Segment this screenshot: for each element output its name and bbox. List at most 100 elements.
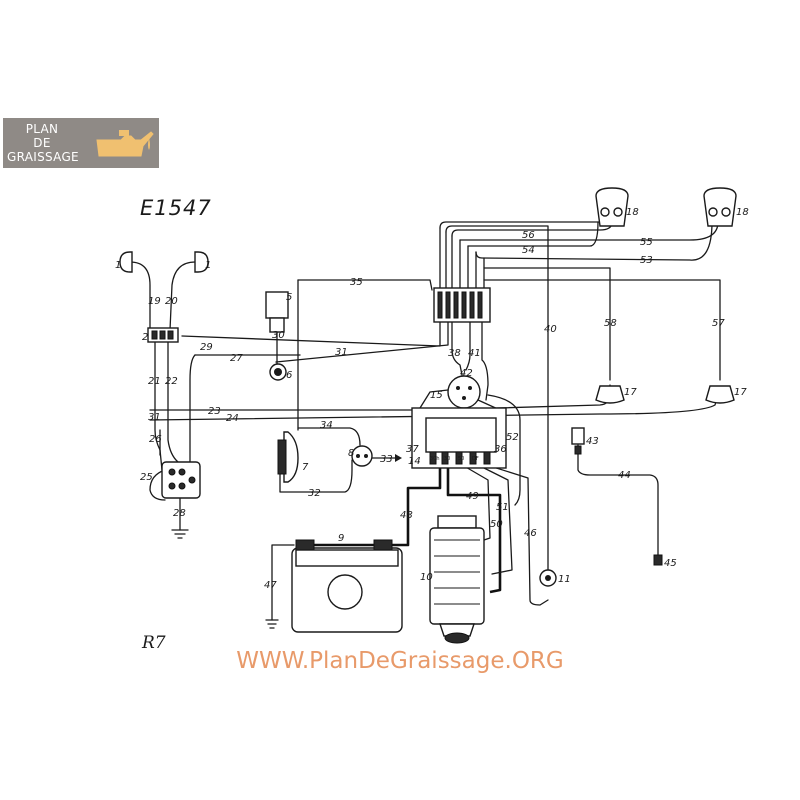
wire-22: [167, 341, 179, 463]
wire-46: [489, 465, 549, 606]
oil-can-icon: [96, 130, 154, 157]
label-55: 55: [640, 237, 653, 248]
label-18-left: 18: [626, 207, 639, 218]
wire-58: [483, 267, 611, 381]
wire-19: [129, 261, 151, 331]
connector-block: [161, 461, 201, 499]
diagram-code: E1547: [140, 196, 212, 220]
wire-21: [154, 341, 163, 471]
label-23: 23: [208, 406, 221, 417]
label-28: 28: [173, 508, 186, 519]
indicator-lamp-6: [269, 363, 287, 381]
label-8: 8: [348, 448, 354, 459]
label-15: 15: [430, 390, 443, 401]
logo-line-1: PLAN: [25, 122, 59, 136]
label-47: 47: [264, 580, 277, 591]
wire-54: [467, 221, 599, 247]
label-33: 33: [380, 454, 393, 465]
wire-57: [483, 279, 721, 381]
website-watermark: WWW.PlanDeGraissage.ORG: [236, 648, 564, 674]
label-31: 31: [335, 347, 348, 358]
label-37: 37: [406, 444, 419, 455]
wire-33-arrow: [395, 454, 402, 462]
wire-48: [300, 465, 442, 547]
label-6: 6: [286, 370, 292, 381]
wire-53: [475, 221, 713, 261]
wire-44: [577, 444, 659, 556]
wire-32: [279, 449, 353, 493]
label-19: 19: [148, 296, 161, 307]
label-30: 30: [272, 330, 285, 341]
generator-10: [429, 515, 485, 644]
wire-52: [487, 394, 521, 506]
wire-50: [463, 465, 491, 541]
wire-41: [481, 321, 489, 401]
label-36: 36: [494, 444, 507, 455]
plan-de-graissage-logo: PLAN DE GRAISSAGE: [3, 118, 159, 168]
diagram-labels: 1 1 19 20 2 21 22 31 26 25 28 29 27 23 2…: [115, 207, 749, 591]
label-18-right: 18: [736, 207, 749, 218]
label-1-left: 1: [115, 260, 121, 271]
label-17-left: 17: [624, 387, 637, 398]
wire-20: [169, 261, 196, 331]
reference-code: R7: [142, 633, 166, 653]
label-11: 11: [558, 574, 571, 585]
label-56: 56: [522, 230, 535, 241]
label-32: 32: [308, 488, 321, 499]
label-29: 29: [200, 342, 213, 353]
wire-24: [149, 394, 719, 421]
label-43: 43: [586, 436, 599, 447]
tail-lamp-left: [595, 385, 625, 404]
label-48: 48: [400, 510, 413, 521]
horn-7: [277, 431, 299, 483]
label-24: 24: [226, 413, 239, 424]
wire-27: [189, 354, 196, 471]
headlamp-right: [703, 187, 737, 227]
tail-lamp-right: [705, 385, 735, 404]
terminal-30h: 30h: [430, 456, 440, 462]
label-52: 52: [506, 432, 519, 443]
label-34: 34: [320, 420, 333, 431]
label-5: 5: [286, 292, 292, 303]
label-27: 27: [230, 353, 243, 364]
label-10: 10: [420, 572, 433, 583]
lamp-11: [539, 569, 557, 587]
wire-29: [181, 299, 441, 347]
wire-34: [297, 427, 361, 446]
label-20: 20: [165, 296, 178, 307]
headlamp-left: [595, 187, 629, 227]
label-22: 22: [165, 376, 178, 387]
label-9: 9: [338, 533, 344, 544]
logo-line-2: DE: [33, 136, 51, 150]
fuse-block: [433, 287, 491, 323]
label-51: 51: [496, 502, 509, 513]
label-21: 21: [148, 376, 161, 387]
label-38: 38: [448, 348, 461, 359]
logo-line-3: GRAISSAGE: [7, 150, 79, 164]
wire-42: [465, 321, 471, 371]
label-26: 26: [149, 434, 162, 445]
horn-button-45: [653, 554, 663, 566]
label-57: 57: [712, 318, 725, 329]
wire-49: [446, 465, 502, 594]
ignition-switch-15: [447, 375, 481, 409]
label-2: 2: [142, 332, 148, 343]
wire-25: [149, 469, 166, 501]
label-14: 14: [408, 456, 421, 467]
label-41: 41: [468, 348, 481, 359]
label-44: 44: [618, 470, 631, 481]
terminal-30: 30: [444, 456, 450, 462]
label-46: 46: [524, 528, 537, 539]
label-54: 54: [522, 245, 535, 256]
wire-38: [451, 321, 463, 376]
socket-8: [351, 445, 373, 467]
label-35: 35: [350, 277, 363, 288]
label-53: 53: [640, 255, 653, 266]
label-50: 50: [490, 519, 503, 530]
label-25: 25: [140, 472, 153, 483]
terminal-50: 50: [458, 456, 464, 462]
ground-47: [265, 619, 279, 629]
label-49: 49: [466, 491, 479, 502]
label-1-right: 1: [205, 260, 211, 271]
